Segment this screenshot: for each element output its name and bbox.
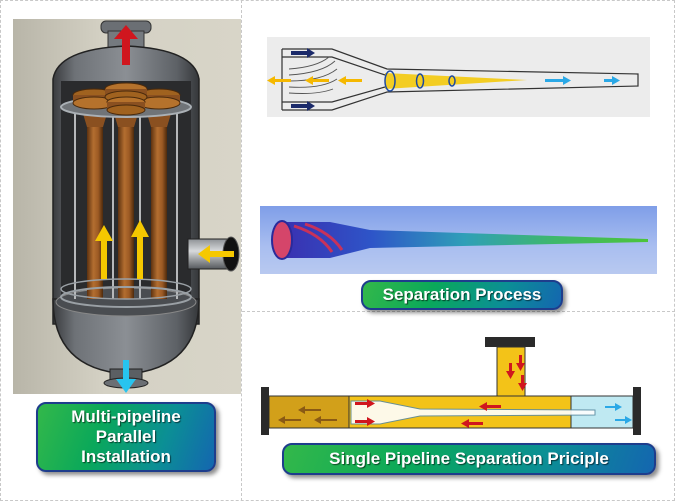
inlet-arrow-icon [198, 245, 234, 263]
cfd-swirl [293, 222, 344, 253]
horizontal-divider [242, 311, 675, 312]
cfd-inlet-opening [271, 220, 293, 260]
separation-process-label-text: Separation Process [382, 285, 542, 304]
multi-pipeline-label-line3: Installation [81, 447, 171, 466]
oil-arrows-icon [278, 406, 337, 424]
upflow-arrows-icon [95, 220, 149, 279]
single-pipeline-diagram [255, 335, 645, 447]
cyclone-outline [281, 48, 639, 111]
multi-pipeline-label-line2: Parallel [95, 427, 157, 446]
oil-chamber [268, 395, 350, 429]
vortex-rings [384, 70, 456, 92]
top-tube-plate [60, 82, 192, 118]
hydrocyclone-flow-schematic [267, 37, 650, 117]
single-pipeline-label-text: Single Pipeline Separation Priciple [329, 449, 609, 468]
end-flanges [261, 387, 641, 435]
water-arrows-icon [605, 403, 632, 424]
cfd-cone-body [280, 222, 648, 258]
inflow-arrows-icon [355, 355, 527, 428]
multi-pipeline-label: Multi-pipeline Parallel Installation [36, 402, 216, 472]
separation-process-label: Separation Process [361, 280, 563, 310]
bottom-tube-plate [60, 278, 192, 308]
cfd-simulation-image [260, 206, 657, 274]
liquid-outlet-arrow-icon [116, 360, 136, 393]
single-pipeline-label: Single Pipeline Separation Priciple [282, 443, 656, 475]
inlet-arrows-icon [291, 48, 315, 111]
inner-cyclone-tube [350, 400, 596, 425]
separation-pipes [81, 107, 173, 299]
oil-core [385, 73, 527, 89]
multi-pipeline-vessel-illustration [13, 19, 241, 394]
gas-outlet-arrow-icon [114, 25, 138, 65]
vertical-divider [241, 0, 242, 501]
swirl-lines [288, 56, 338, 94]
water-outlet-arrows-icon [545, 76, 620, 85]
oil-outlet-arrows-icon [267, 76, 362, 85]
multi-pipeline-label-line1: Multi-pipeline [71, 407, 181, 426]
